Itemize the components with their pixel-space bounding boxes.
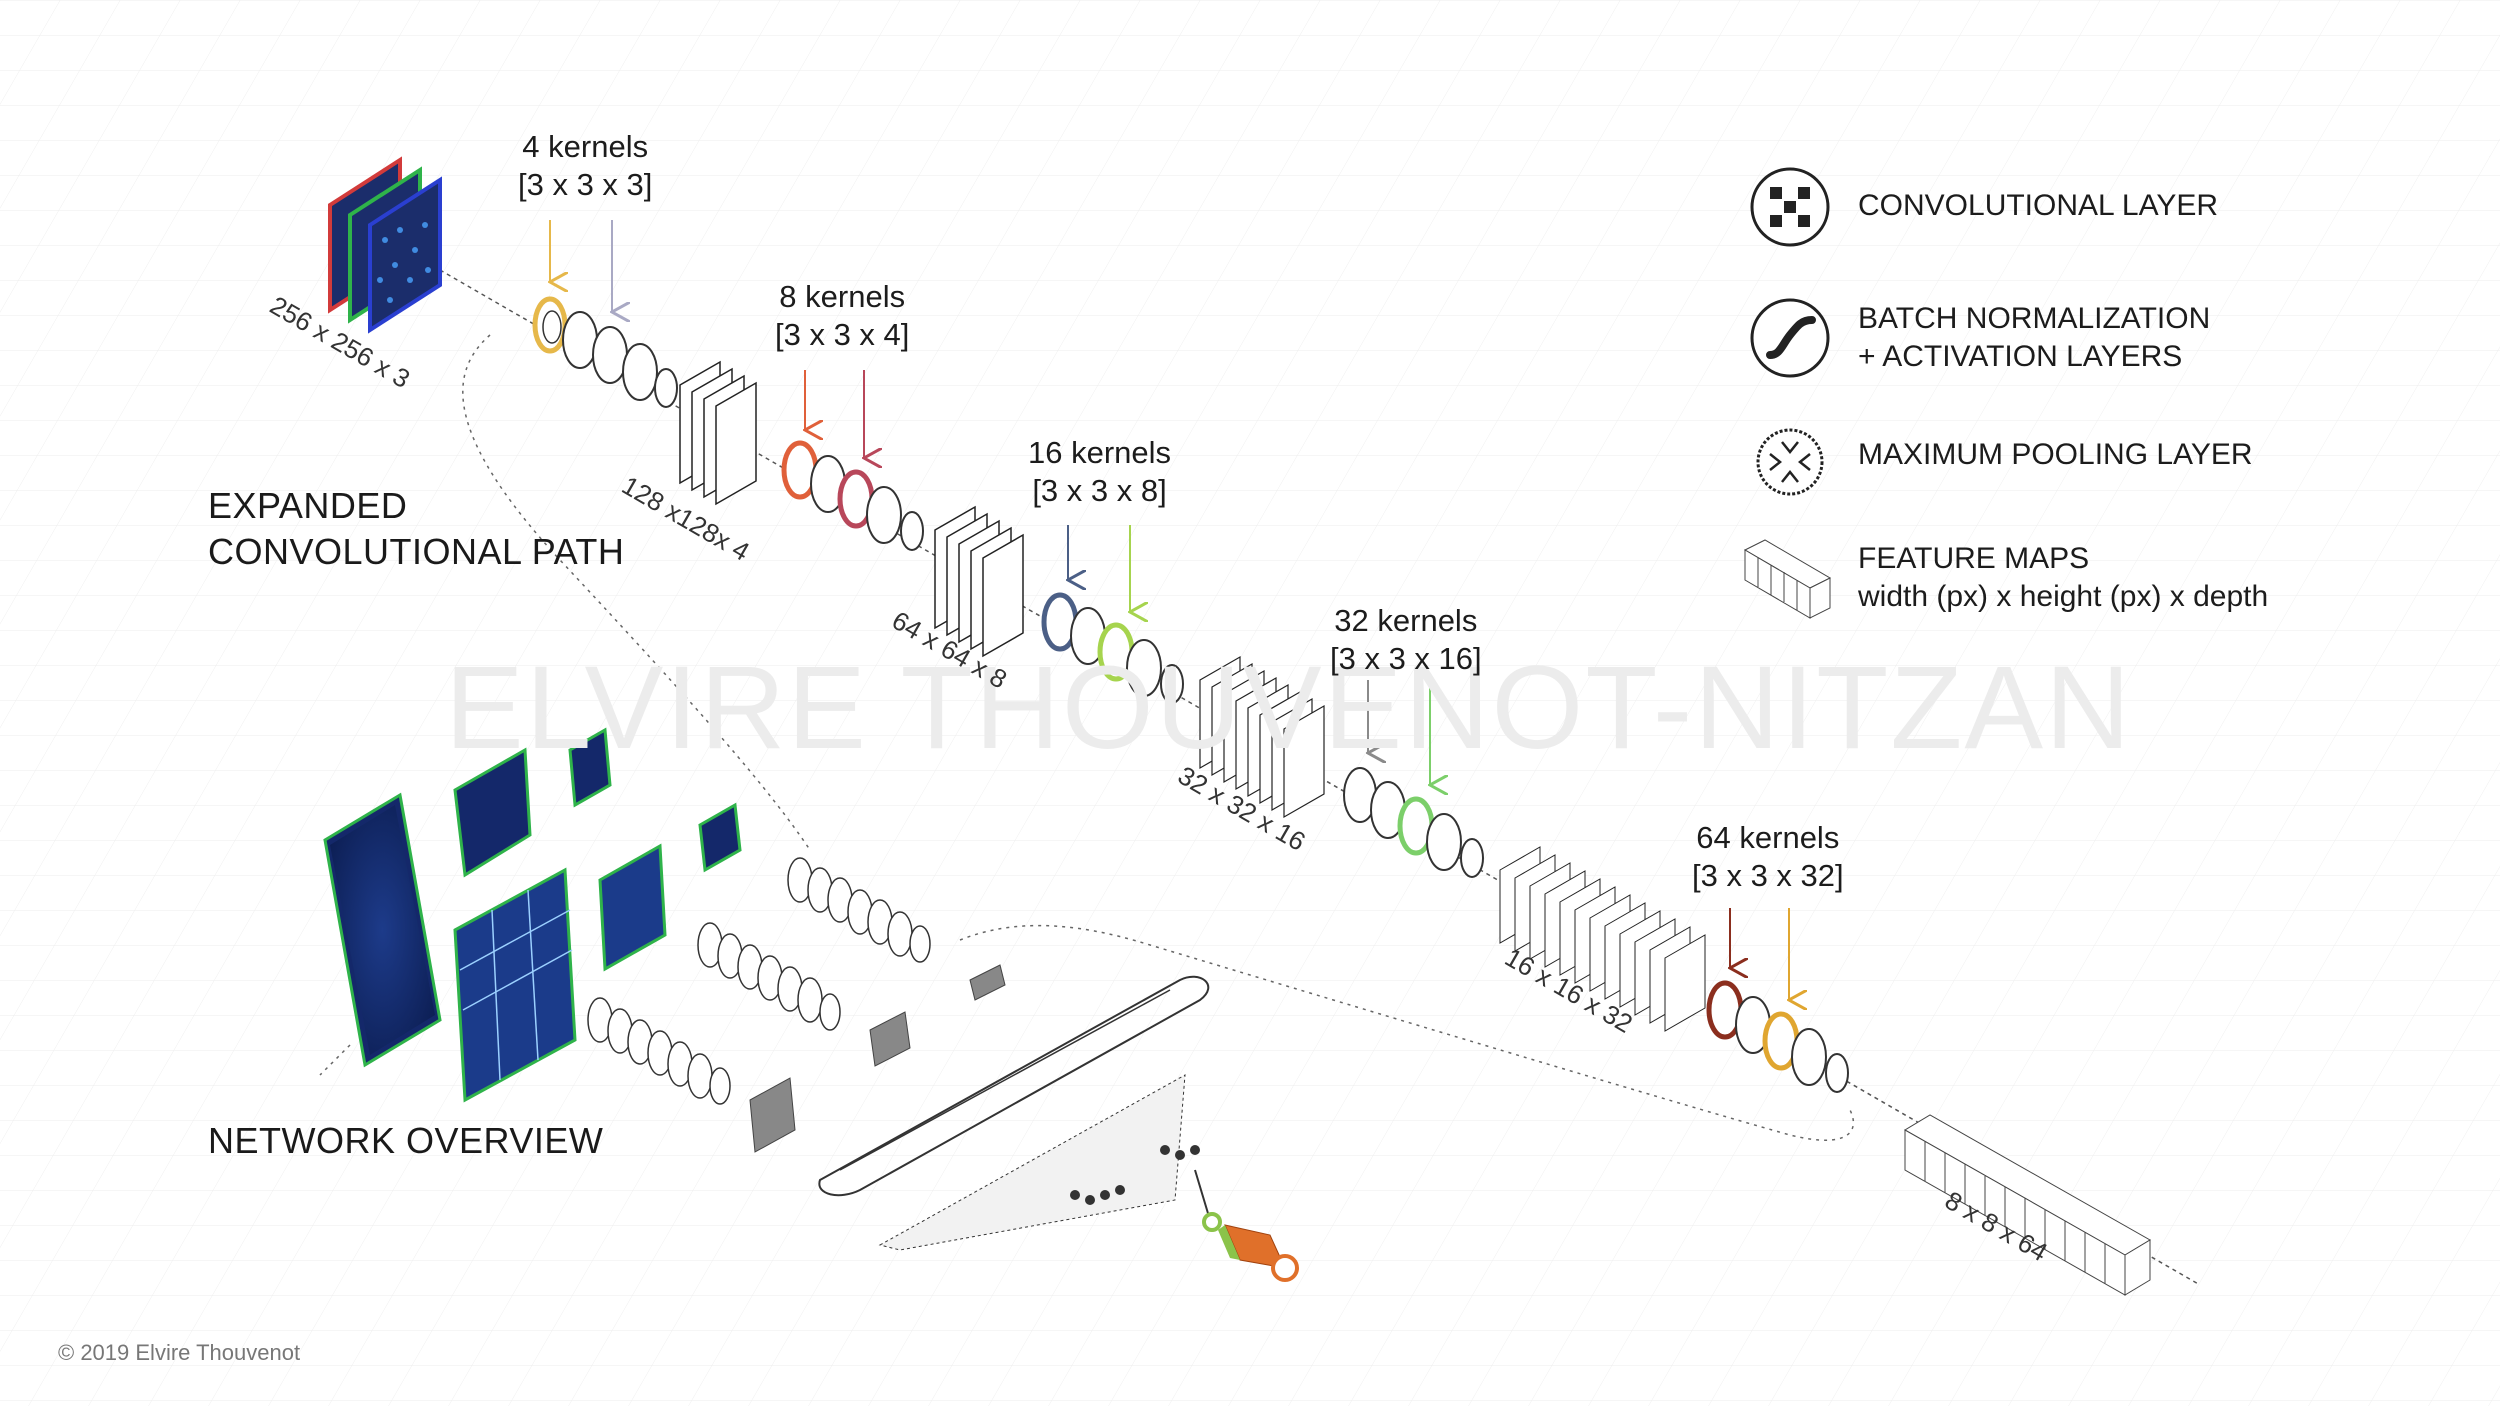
kernel-count-5: 64 kernels [1696,820,1840,855]
feature-map-16 [1499,846,1706,1032]
copyright: © 2019 Elvire Thouvenot [58,1340,301,1365]
kernel-label-5: 64 kernels [3 x 3 x 32] [1692,819,1844,895]
legend-pool-label: MAXIMUM POOLING LAYER [1858,438,2253,471]
conv-block-3 [1041,592,1184,704]
feature-maps-icon [1743,539,1832,619]
expanded-title-line2: CONVOLUTIONAL PATH [208,531,625,572]
expanded-path-title: EXPANDED CONVOLUTIONAL PATH [208,485,624,573]
legend-fm-line2: width (px) x height (px) x depth [1858,580,2269,613]
legend-bn-line1: BATCH NORMALIZATION [1858,302,2211,335]
kernel-size-1: [3 x 3 x 3] [518,167,653,202]
kernel-size-5: [3 x 3 x 32] [1692,858,1844,893]
network-overview-title: NETWORK OVERVIEW [208,1120,604,1161]
kernel-size-3: [3 x 3 x 8] [1032,473,1167,508]
max-pool-icon [1756,428,1824,496]
feature-map-8 [1904,1114,2151,1296]
kernel-count-4: 32 kernels [1334,603,1478,638]
watermark: ELVIRE THOUVENOT-NITZAN [445,642,2133,774]
kernel-label-4: 32 kernels [3 x 3 x 16] [1330,602,1482,678]
kernel-size-4: [3 x 3 x 16] [1330,641,1482,676]
kernel-label-2: 8 kernels [3 x 3 x 4] [775,278,909,354]
kernel-count-3: 16 kernels [1028,435,1172,470]
feature-map-32 [1199,655,1325,819]
legend-fm-label: FEATURE MAPS width (px) x height (px) x … [1858,540,2268,616]
conv-block-1 [532,296,678,408]
kernel-arrows [550,220,1789,1000]
conv-block-5 [1706,980,1849,1093]
feature-map-64 [934,505,1024,658]
conv-layer-icon [1750,167,1830,247]
legend-conv-label: CONVOLUTIONAL LAYER [1858,189,2219,222]
kernel-size-2: [3 x 3 x 4] [775,317,910,352]
kernel-label-1: 4 kernels [3 x 3 x 3] [518,128,652,204]
batch-norm-icon [1750,298,1830,378]
input-image-stack [328,156,442,334]
kernel-count-2: 8 kernels [779,279,906,314]
conv-block-4 [1343,767,1484,878]
connector-curve-top [462,334,811,851]
legend-icons [1743,167,1832,619]
network-overview [323,727,1299,1282]
expanded-title-line1: EXPANDED [208,485,408,526]
kernel-label-3: 16 kernels [3 x 3 x 8] [1028,434,1171,510]
legend-bn-label: BATCH NORMALIZATION + ACTIVATION LAYERS [1858,300,2210,376]
legend-fm-line1: FEATURE MAPS [1858,542,2090,575]
connector-curve-bottom [959,924,1855,1141]
kernel-count-1: 4 kernels [522,129,649,164]
legend-bn-line2: + ACTIVATION LAYERS [1858,340,2183,373]
feature-map-128 [679,360,757,506]
conv-block-2 [781,440,924,551]
